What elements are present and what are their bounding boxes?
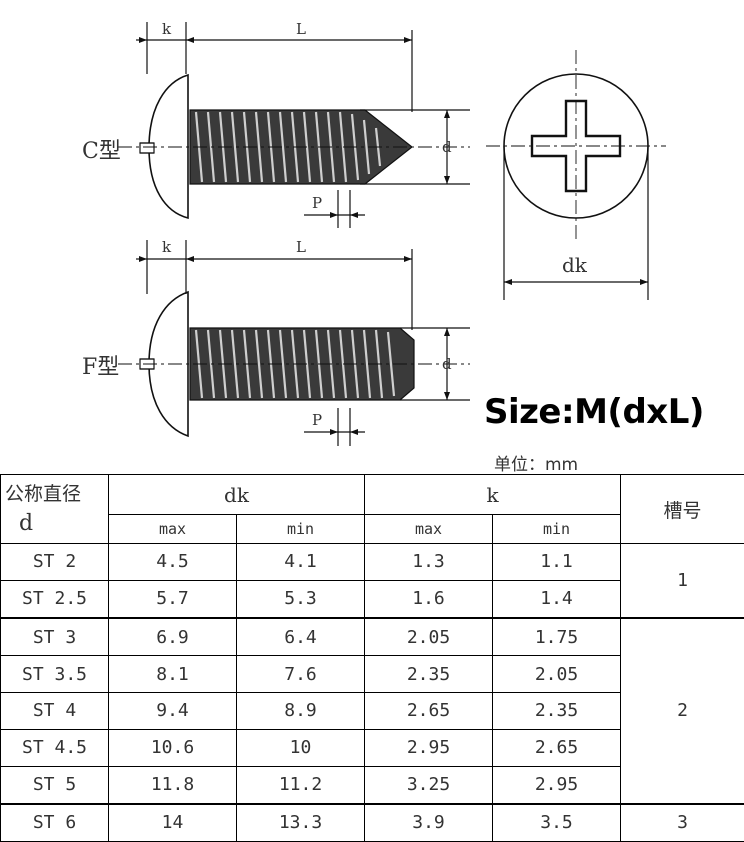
cell-slot: 1 [620, 542, 744, 619]
cell-k-max: 1.6 [364, 579, 494, 619]
cell-k-max: 2.05 [364, 616, 494, 657]
cell-dk-max: 14 [108, 802, 237, 842]
cell-k-min: 3.5 [492, 802, 622, 842]
unit-note: 单位：mm [494, 455, 579, 475]
sub-k-min: min [492, 514, 622, 544]
col-k: k [364, 474, 622, 515]
label-p-c: P [312, 194, 322, 212]
cell-dk-min: 6.4 [235, 616, 366, 657]
cell-dk-max: 11.8 [108, 765, 237, 805]
cell-d: ST 6 [0, 802, 109, 842]
cell-k-min: 2.65 [492, 728, 622, 767]
cell-slot: 3 [620, 802, 744, 842]
label-l-c: L [296, 20, 306, 38]
cell-dk-min: 10 [235, 728, 366, 767]
cell-d: ST 3 [0, 616, 109, 657]
label-d-f: d [442, 355, 452, 373]
cell-k-min: 1.4 [492, 579, 622, 619]
cell-k-min: 2.95 [492, 765, 622, 805]
cell-dk-max: 9.4 [108, 691, 237, 730]
cell-k-max: 3.25 [364, 765, 494, 805]
label-type-f: F型 [82, 355, 119, 380]
cell-k-max: 2.95 [364, 728, 494, 767]
col-nominal-diameter-label: 公称直径 [5, 483, 82, 505]
f-type-screw [118, 240, 470, 446]
cell-dk-max: 4.5 [108, 543, 237, 581]
table-row: ST 4.5 10.6 10 2.95 2.65 [0, 728, 744, 767]
cell-k-min: 1.1 [492, 543, 622, 581]
label-dk: dk [562, 253, 588, 277]
col-slot: 槽号 [620, 474, 744, 544]
col-nominal-diameter-symbol: d [19, 511, 34, 536]
sub-k-max: max [364, 514, 494, 544]
head-top-view [486, 50, 666, 300]
cell-d: ST 2.5 [0, 579, 109, 619]
col-dk: dk [107, 474, 366, 515]
table-row: ST 2.5 5.7 5.3 1.6 1.4 [0, 579, 744, 619]
cell-dk-max: 8.1 [108, 655, 237, 693]
cell-dk-min: 13.3 [235, 802, 366, 842]
label-p-f: P [312, 411, 322, 429]
cell-d: ST 2 [0, 543, 109, 581]
cell-dk-min: 11.2 [235, 765, 366, 805]
label-type-c: C型 [82, 139, 121, 164]
screw-dimension-drawing: k L d P C型 k L d P F型 dk [82, 20, 666, 446]
cell-dk-max: 6.9 [108, 616, 237, 657]
sub-dk-min: min [235, 514, 366, 544]
c-type-screw [118, 22, 470, 228]
cell-k-min: 1.75 [492, 616, 622, 657]
table-row: ST 3.5 8.1 7.6 2.35 2.05 [0, 655, 744, 693]
cell-dk-max: 10.6 [108, 728, 237, 767]
cell-k-min: 2.05 [492, 655, 622, 693]
cell-d: ST 3.5 [0, 655, 109, 693]
cell-k-max: 1.3 [364, 543, 494, 581]
cell-k-min: 2.35 [492, 691, 622, 730]
cell-k-max: 2.65 [364, 691, 494, 730]
cell-dk-min: 5.3 [235, 579, 366, 619]
dimension-table: 公称直径 d dk k 槽号 max min max min ST 2 4.5 … [0, 474, 744, 842]
table-row: ST 3 6.9 6.4 2.05 1.75 2 [0, 616, 744, 805]
label-k-c: k [162, 20, 172, 38]
table-row: ST 4 9.4 8.9 2.65 2.35 [0, 691, 744, 730]
sub-dk-max: max [108, 514, 237, 544]
label-d-c: d [442, 138, 452, 156]
cell-k-max: 2.35 [364, 655, 494, 693]
cell-dk-max: 5.7 [108, 579, 237, 619]
table-row: ST 6 14 13.3 3.9 3.5 3 [0, 802, 744, 842]
cell-slot: 2 [620, 616, 744, 805]
cell-dk-min: 7.6 [235, 655, 366, 693]
table-row: ST 2 4.5 4.1 1.3 1.1 1 [0, 542, 744, 619]
label-k-f: k [162, 238, 172, 256]
cell-d: ST 5 [0, 765, 109, 805]
label-l-f: L [296, 238, 306, 256]
cell-dk-min: 8.9 [235, 691, 366, 730]
col-nominal-diameter: 公称直径 d [0, 474, 109, 544]
cell-dk-min: 4.1 [235, 543, 366, 581]
cell-d: ST 4.5 [0, 728, 109, 767]
size-title: Size:M(dxL) [484, 392, 704, 432]
cell-d: ST 4 [0, 691, 109, 730]
cell-k-max: 3.9 [364, 802, 494, 842]
